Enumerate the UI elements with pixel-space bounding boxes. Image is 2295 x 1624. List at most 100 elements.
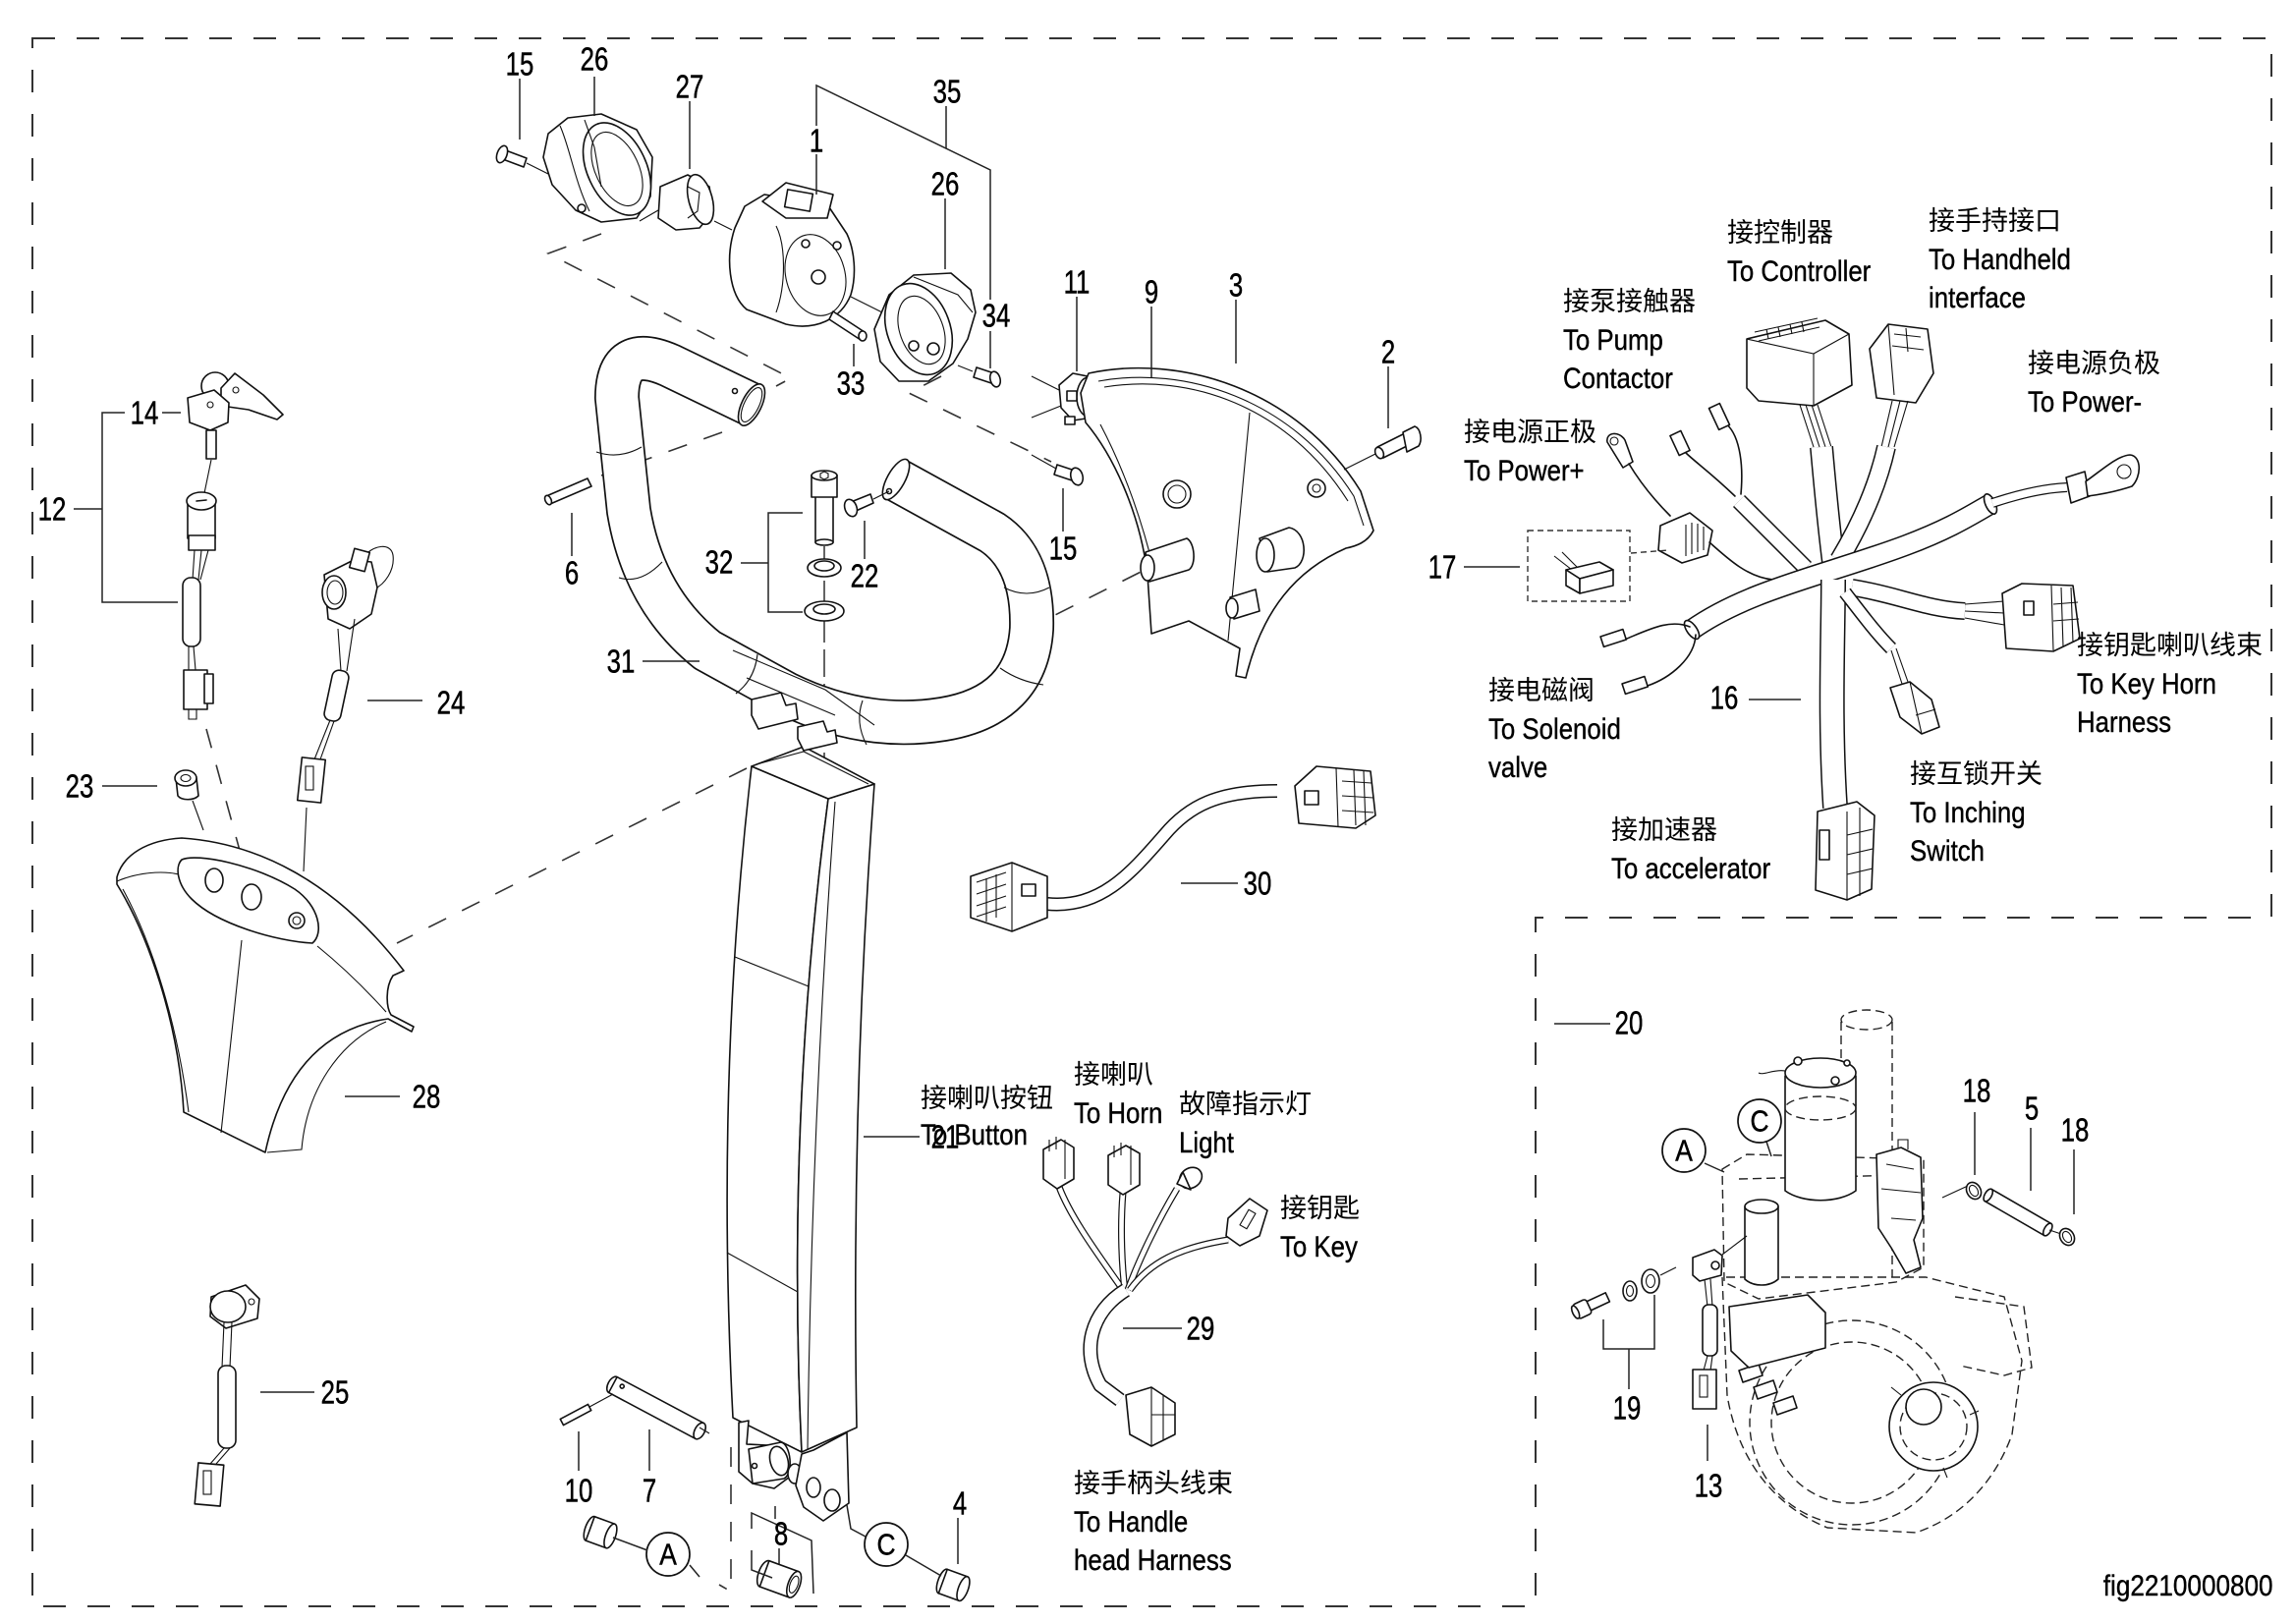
ring-inner bbox=[2061, 1230, 2073, 1244]
drive-unit-20 bbox=[1659, 1009, 2033, 1534]
handle-grip-band bbox=[618, 561, 663, 581]
spring-washer-32 bbox=[807, 558, 842, 578]
pump-contactor-terminal bbox=[1707, 402, 1731, 431]
inching-sleeve bbox=[1840, 588, 1895, 652]
lock-connector bbox=[183, 669, 208, 710]
switch-body-1 bbox=[728, 182, 883, 327]
lock-wire bbox=[188, 645, 196, 671]
handle-mount-plate bbox=[797, 720, 838, 752]
key-horn-connector-latch bbox=[2023, 600, 2035, 616]
harness-wire bbox=[1125, 1187, 1179, 1291]
grommet-hole bbox=[180, 773, 192, 783]
pin-5 bbox=[1983, 1188, 2053, 1237]
fuse-17 bbox=[1527, 530, 1631, 602]
callout-27: 27 bbox=[675, 68, 704, 105]
callout-29: 29 bbox=[1186, 1310, 1215, 1347]
button-connector bbox=[296, 756, 327, 804]
callout-6: 6 bbox=[564, 554, 580, 591]
pump-motor-stud bbox=[1793, 1056, 1803, 1066]
screw-head bbox=[843, 498, 859, 518]
fuse-holder-wire bbox=[1708, 541, 1774, 581]
pin-33 bbox=[828, 310, 868, 342]
annotation-en: To Horn bbox=[1074, 1097, 1163, 1130]
handle-yoke-line bbox=[746, 677, 836, 716]
housing-pivot bbox=[811, 269, 826, 285]
annotation-en: To Handheld bbox=[1929, 244, 2071, 276]
cover-boss-face bbox=[1140, 554, 1155, 582]
reference-marker-a-column bbox=[645, 1532, 691, 1577]
ring-outer bbox=[1965, 1181, 1983, 1201]
callout-19: 19 bbox=[1612, 1389, 1642, 1427]
leader-c-column-out bbox=[905, 1554, 942, 1577]
annotation-to-accelerator: 接加速器 To accelerator bbox=[1611, 812, 1796, 888]
bolt-2 bbox=[1343, 425, 1422, 471]
horn-button-connector bbox=[1042, 1139, 1075, 1190]
pin-cross-hole bbox=[619, 1383, 626, 1389]
ring-outer bbox=[2058, 1227, 2076, 1247]
coupling-27 bbox=[639, 173, 733, 231]
handle-head-connector bbox=[1125, 1386, 1176, 1447]
screw-15-mid bbox=[1031, 454, 1085, 486]
cover-rim bbox=[1097, 376, 1365, 527]
annotation-cn: 接钥匙喇叭线束 bbox=[2077, 631, 2263, 660]
gear-housing-flange bbox=[1954, 1296, 2033, 1376]
connector-30-left bbox=[970, 862, 1048, 932]
inching-wire bbox=[1890, 647, 1909, 685]
button-sleeve bbox=[323, 669, 350, 722]
pin-end bbox=[1983, 1188, 1994, 1203]
annotation-en: To Pump bbox=[1563, 324, 1663, 357]
callout-18-left: 18 bbox=[1962, 1072, 1991, 1109]
lock-sleeve bbox=[182, 577, 201, 647]
leader-a-drive-unit bbox=[1704, 1162, 1725, 1173]
cover-key-hole bbox=[204, 868, 224, 893]
switch-sleeve bbox=[1702, 1304, 1718, 1357]
handle-grip-band bbox=[595, 446, 643, 456]
connector-pin-grid bbox=[1150, 1387, 1175, 1446]
annotation-to-controller: 接控制器 To Controller bbox=[1727, 214, 1894, 291]
handle-tube-fill bbox=[595, 337, 1053, 744]
switch-connector bbox=[194, 1462, 225, 1507]
bolt-19 bbox=[1570, 1292, 1611, 1319]
washer-hole bbox=[813, 560, 835, 572]
washer-hole bbox=[1645, 1273, 1656, 1289]
bolt-hex-socket bbox=[819, 471, 829, 480]
key-connector bbox=[1225, 1198, 1268, 1247]
coupling-axis bbox=[639, 209, 659, 222]
bracket-8 bbox=[751, 1511, 814, 1595]
controller-connector-top bbox=[1746, 333, 1850, 406]
pump-contactor-wire bbox=[1723, 421, 1743, 495]
cover-side-edge bbox=[316, 945, 387, 1013]
assembly-line-headpiece-left bbox=[546, 233, 793, 387]
bracket-35 bbox=[815, 84, 991, 300]
key-horn-connector-pins bbox=[2050, 585, 2080, 651]
spring-pin-body bbox=[559, 1403, 592, 1427]
switch-wires bbox=[221, 1321, 233, 1369]
cover-crease bbox=[220, 939, 243, 1134]
power-negative-ring-hole bbox=[2116, 464, 2132, 479]
reference-marker-a-drive-unit-label: A bbox=[1675, 1133, 1693, 1168]
annotation-cn: 接电源正极 bbox=[1464, 418, 1596, 447]
pump-contactor-wire bbox=[1684, 451, 1736, 497]
controller-sleeve bbox=[1811, 446, 1844, 564]
flat-washer-19 bbox=[1641, 1268, 1660, 1294]
valve-fitting bbox=[1753, 1379, 1778, 1400]
coupling-slot bbox=[687, 186, 700, 219]
fuse-prong bbox=[1553, 551, 1579, 571]
screw-axis bbox=[872, 490, 890, 500]
rocker-switch-face bbox=[783, 189, 814, 212]
cap-inner-rim bbox=[590, 132, 644, 206]
reference-marker-c-column bbox=[864, 1522, 909, 1567]
annotation-cn: 接电磁阀 bbox=[1488, 676, 1595, 705]
switch-body bbox=[1692, 1249, 1723, 1282]
callout-31: 31 bbox=[606, 643, 636, 680]
retaining-ring-18-right bbox=[2058, 1227, 2076, 1247]
callout-1: 1 bbox=[809, 122, 824, 159]
handheld-wires bbox=[1880, 400, 1909, 448]
inching-connector bbox=[1889, 681, 1940, 735]
pump-motor-stud bbox=[1830, 1076, 1840, 1086]
assembly-line-headpiece-right bbox=[907, 375, 1052, 463]
switch-24-axis bbox=[303, 807, 308, 872]
pin-6 bbox=[543, 477, 592, 506]
